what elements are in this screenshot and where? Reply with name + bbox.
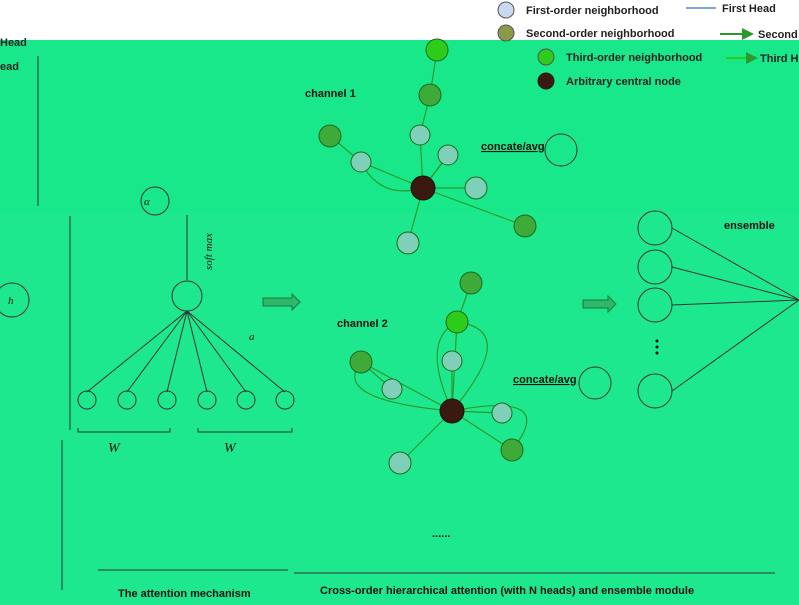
ch1-second-order-node-left (318, 124, 342, 148)
legend-first-order-swatch (497, 1, 515, 19)
ch1-first-order-node-left (350, 151, 372, 173)
attention-input-node-1 (77, 390, 97, 410)
wk-hi-brace (77, 428, 171, 433)
legend-first-head-label: First Head (722, 3, 776, 15)
left-output-node-label: h (8, 295, 14, 307)
ch1-output-node (544, 133, 578, 167)
wk-hj-label: W (224, 441, 237, 456)
softmax-label: soft max (203, 233, 215, 270)
ch2-output-node (578, 366, 612, 400)
alpha-node (140, 186, 170, 216)
ensemble-link-n (671, 299, 799, 392)
ch1-third-order-node-top (425, 38, 449, 62)
ch1-first-order-node-right (437, 144, 459, 166)
ch2-second-order-node-left (349, 350, 373, 374)
a-vector-label: a (249, 331, 255, 343)
ch2-first-order-node-h2 (491, 402, 513, 424)
attention-input-node-3 (157, 390, 177, 410)
left-output-node (0, 282, 30, 318)
channel-2-edges (354, 282, 528, 464)
attention-input-node-2 (117, 390, 137, 410)
ch2-first-order-node-left (381, 378, 403, 400)
legend-second-head-label: Second H (758, 29, 799, 41)
wk-hj-brace (197, 428, 293, 433)
ch1-central-node (410, 175, 436, 201)
ch2-second-order-node-h3 (500, 438, 524, 462)
ch1-concat-label: concate/avg (481, 141, 545, 153)
ensemble-module: ensemble (637, 210, 799, 409)
caption-hierarchical-attention: Cross-order hierarchical attention (with… (320, 585, 694, 597)
ch1-first-order-node-h3 (396, 231, 420, 255)
attention-aggregate-node (171, 280, 203, 312)
arrow-to-ensemble (582, 294, 617, 314)
ensemble-head-n-node (637, 373, 673, 409)
ensemble-link-2 (671, 266, 799, 301)
ch1-first-order-node-h2 (464, 176, 488, 200)
attention-input-node-4 (197, 390, 217, 410)
channel-1-title: channel 1 (305, 88, 356, 100)
ch1-second-order-node-h7 (513, 214, 537, 238)
attention-mechanism: α soft max a W W (69, 186, 295, 456)
attention-input-links (86, 310, 286, 393)
legend-second-order-label: Second-order neighborhood (526, 28, 675, 40)
wk-hi-label: W (108, 441, 121, 456)
ensemble-head-3-node (637, 287, 673, 323)
channels-ellipsis: ...... (432, 528, 450, 540)
channel-2-title: channel 2 (337, 318, 388, 330)
alpha-label: α (144, 196, 150, 208)
arrow-to-channels (262, 292, 301, 312)
ch2-concat-label: concate/avg (513, 374, 577, 386)
channel-2: channel 2 concate/avg (337, 271, 612, 475)
ch1-first-order-node-top (409, 124, 431, 146)
ensemble-ellipsis-dot-2 (655, 345, 659, 349)
ensemble-head-1-node (637, 210, 673, 246)
ch2-first-order-node-h7 (388, 451, 412, 475)
ensemble-label: ensemble (724, 220, 775, 232)
ch2-first-order-node-center (441, 350, 463, 372)
ensemble-link-1 (671, 227, 799, 301)
ensemble-ellipsis-dot-1 (655, 339, 659, 343)
top-background-band (0, 40, 799, 212)
legend-third-head-label: Third H (760, 53, 799, 65)
left-head-label-bottom: ead (0, 61, 19, 73)
legend: First-order neighborhood Second-order ne… (497, 1, 799, 90)
ensemble-head-2-node (637, 249, 673, 285)
ensemble-link-3 (671, 299, 799, 306)
ch2-central-node (439, 398, 465, 424)
legend-second-order-swatch (497, 24, 515, 42)
legend-third-order-label: Third-order neighborhood (566, 52, 702, 64)
caption-attention-mechanism: The attention mechanism (118, 588, 251, 600)
ch2-third-order-node-top (445, 310, 469, 334)
legend-central-node-swatch (537, 72, 555, 90)
legend-third-order-swatch (537, 48, 555, 66)
left-head-label-top: Head (0, 37, 27, 49)
attention-input-node-6 (275, 390, 295, 410)
ensemble-ellipsis-dot-3 (655, 351, 659, 355)
legend-first-order-label: First-order neighborhood (526, 5, 659, 17)
ch1-second-order-node-top (418, 83, 442, 107)
channel-1: channel 1 concate/avg (305, 38, 578, 255)
attention-input-node-5 (236, 390, 256, 410)
legend-central-node-label: Arbitrary central node (566, 76, 681, 88)
ch2-second-order-node-top (459, 271, 483, 295)
main-background-band (0, 212, 799, 605)
